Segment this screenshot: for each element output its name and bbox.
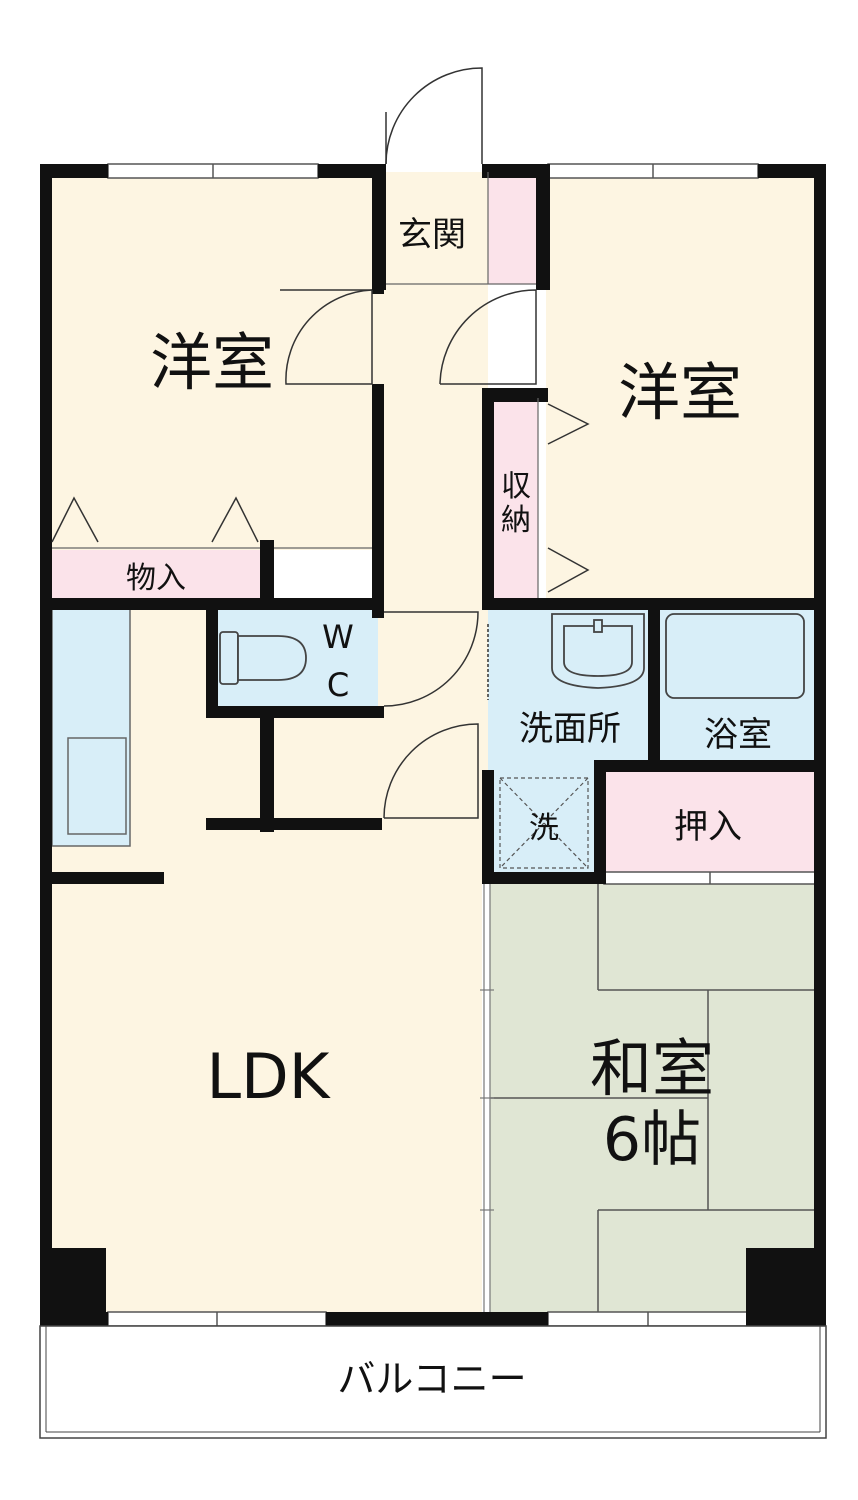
bathtub-icon: [665, 613, 805, 699]
label-storage-closet-2: 納: [501, 503, 531, 538]
storage-closet: [494, 398, 538, 598]
balcony: [39, 1325, 827, 1439]
label-entrance: 玄関: [398, 215, 466, 255]
label-western-right: 洋室: [618, 356, 742, 429]
tatami-lines: [490, 884, 816, 1318]
sliding-partition: [480, 884, 494, 1318]
label-wc-c: C: [327, 666, 349, 704]
label-balcony: バルコニー: [337, 1357, 526, 1401]
room-western-right: [546, 172, 816, 602]
label-ldk: LDK: [207, 1040, 331, 1113]
label-western-left: 洋室: [150, 326, 274, 399]
label-washer: 洗: [529, 811, 559, 846]
kitchen-sink: [67, 737, 127, 835]
washer-space-icon: [499, 777, 589, 869]
washbasin-icon: [551, 613, 645, 689]
doors: [51, 67, 590, 819]
toilet-icon: [219, 631, 307, 685]
label-oshiire: 押入: [674, 807, 742, 847]
label-bathroom: 浴室: [704, 715, 772, 755]
label-washroom: 洗面所: [519, 709, 621, 749]
walls: [40, 164, 826, 1326]
label-storage-closet-1: 収: [501, 469, 531, 504]
label-japanese-2: 6帖: [603, 1105, 701, 1175]
label-wc-w: W: [322, 618, 354, 656]
label-storage-left: 物入: [126, 561, 186, 596]
closet-partition-lines: [52, 172, 539, 598]
label-japanese-1: 和室: [590, 1032, 714, 1105]
oshiire-storage: [604, 770, 816, 878]
japanese-room: [490, 884, 816, 1318]
entrance-storage: [488, 172, 536, 284]
storage-left: [48, 550, 266, 598]
room-western-left: [48, 172, 378, 550]
